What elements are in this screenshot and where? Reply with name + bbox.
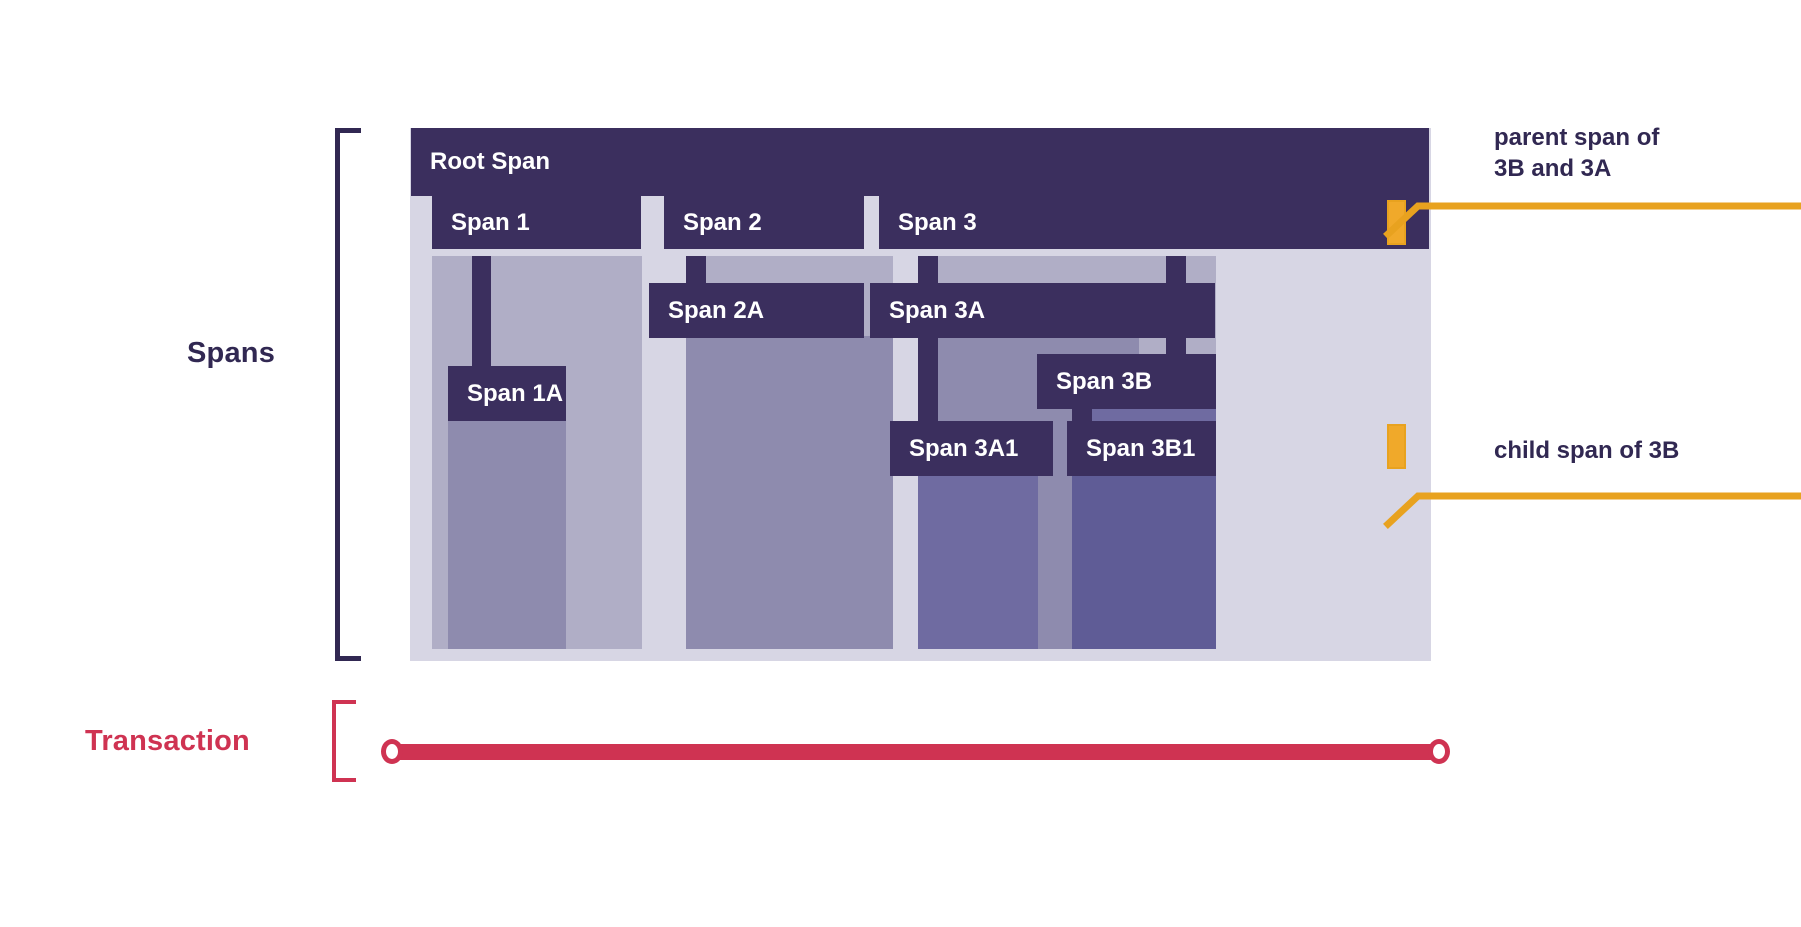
span-bar-label: Span 1 (451, 208, 530, 236)
span-2a-body (686, 336, 893, 649)
span-bar-root[interactable]: Root Span (411, 128, 1429, 196)
spans-group-label: Spans (187, 337, 276, 369)
transaction-bracket-top-arm (332, 700, 356, 704)
span-bar-label: Span 3B (1056, 367, 1153, 395)
transaction-duration-bar[interactable] (388, 744, 1444, 760)
transaction-bracket (332, 700, 356, 782)
span-bar-span-2a[interactable]: Span 2A (649, 283, 864, 338)
spans-bracket-top-arm (335, 128, 361, 133)
transaction-bracket-bottom-arm (332, 778, 356, 782)
callout-child-span-text: child span of 3B (1494, 437, 1680, 464)
span-bar-span-3a[interactable]: Span 3A (870, 283, 1215, 338)
span-bar-label: Span 3 (898, 208, 977, 236)
span-bar-span-1a[interactable]: Span 1A (448, 366, 566, 421)
stem-span1-to-1a (472, 256, 491, 366)
transaction-bracket-stem (332, 700, 336, 782)
span-bar-label: Span 3A1 (909, 434, 1019, 462)
span-bar-label: Span 1A (467, 379, 564, 407)
span-bar-label: Span 2 (683, 208, 762, 236)
spans-bracket (335, 128, 361, 661)
span-bar-label: Span 3B1 (1086, 434, 1196, 462)
callout-child-span-leader-line (1383, 492, 1801, 529)
span-bar-label: Root Span (430, 148, 550, 175)
span-bar-label: Span 3A (889, 296, 986, 324)
span-bar-span-3b[interactable]: Span 3B (1037, 354, 1216, 409)
callout-parent-span-leader-line (1383, 202, 1801, 239)
spans-bracket-bottom-arm (335, 656, 361, 661)
span-waterfall: Root Span Span 1 Span 1A Span 2 Span 2A … (410, 128, 1431, 661)
span-1a-body (448, 421, 566, 649)
orange-highlight-marker-span-3b1[interactable] (1387, 424, 1406, 469)
callout-parent-span-text: parent span of 3B and 3A (1494, 124, 1660, 182)
transaction-start-marker[interactable] (381, 739, 403, 764)
span-bar-span-3a1[interactable]: Span 3A1 (890, 421, 1053, 476)
span-bar-span-3b1[interactable]: Span 3B1 (1067, 421, 1216, 476)
span-bar-label: Span 2A (668, 296, 765, 324)
span-bar-span-1[interactable]: Span 1 (432, 196, 641, 249)
span-bar-span-2[interactable]: Span 2 (664, 196, 864, 249)
transaction-group-label: Transaction (85, 725, 250, 757)
transaction-end-marker[interactable] (1428, 739, 1450, 764)
spans-bracket-stem (335, 128, 340, 661)
span-3a1-body (918, 473, 1061, 649)
span-bar-span-3[interactable]: Span 3 (879, 196, 1429, 249)
span-3b1-inner-body (1072, 473, 1216, 649)
